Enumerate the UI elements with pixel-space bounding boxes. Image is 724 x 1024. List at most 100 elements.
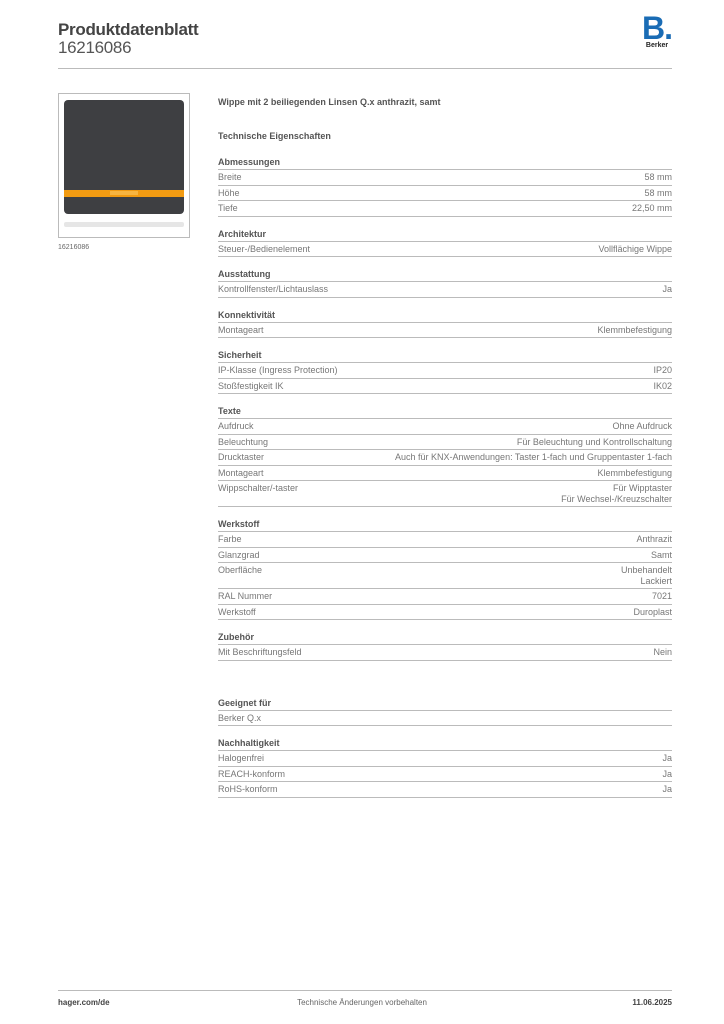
section-heading: Ausstattung: [218, 269, 672, 282]
property-value: Anthrazit: [636, 534, 672, 545]
property-value: IK02: [653, 381, 672, 392]
value-line: Samt: [650, 549, 672, 560]
property-label: Steuer-/Bedienelement: [218, 243, 311, 254]
value-line: Duroplast: [633, 606, 672, 617]
property-label: REACH-konform: [218, 768, 286, 779]
header-divider: [58, 68, 672, 69]
logo-letter: B.: [642, 10, 673, 46]
value-line: 7021: [651, 591, 672, 601]
label-field: [64, 222, 184, 227]
property-label: RoHS-konform: [218, 784, 278, 794]
property-label: RAL Nummer: [218, 591, 273, 601]
property-value: Ja: [662, 284, 672, 295]
table-row: IP-Klasse (Ingress Protection)IP20: [218, 363, 672, 379]
value-line: 58 mm: [644, 187, 672, 198]
section-heading: Texte: [218, 406, 672, 419]
property-value: 58 mm: [644, 172, 672, 183]
value-line: IP20: [653, 365, 672, 375]
section-heading: Architektur: [218, 229, 672, 242]
value-line: Klemmbefestigung: [597, 467, 672, 478]
property-value: Duroplast: [633, 607, 672, 618]
footer-website[interactable]: hager.com/de: [58, 998, 110, 1007]
footer-divider: [58, 990, 672, 991]
value-line: Unbehandelt: [620, 565, 672, 575]
value-line: 58 mm: [644, 172, 672, 182]
table-row: Farbe Anthrazit: [218, 532, 672, 548]
property-label: Glanzgrad: [218, 549, 260, 560]
value-line: IK02: [653, 380, 672, 391]
property-value: 58 mm: [644, 188, 672, 199]
property-label: Aufdruck: [218, 421, 254, 431]
property-label: Beleuchtung: [218, 436, 269, 447]
product-details: Wippe mit 2 beiliegenden Linsen Q.x anth…: [218, 97, 672, 798]
section-heading: Nachhaltigkeit: [218, 738, 672, 751]
product-name: Wippe mit 2 beiliegenden Linsen Q.x anth…: [218, 97, 441, 107]
section-heading: Zubehör: [218, 632, 672, 645]
property-label: Farbe: [218, 534, 242, 544]
value-line: Für Wechsel-/Kreuzschalter: [561, 493, 672, 504]
property-value: 22,50 mm: [632, 203, 672, 214]
lens-strip: [64, 190, 184, 197]
value-line: Nein: [653, 647, 672, 657]
page-title: Produktdatenblatt: [58, 20, 199, 39]
property-value: Ohne Aufdruck: [612, 421, 672, 432]
property-label: Mit Beschriftungsfeld: [218, 647, 302, 657]
rocker-image: [64, 100, 184, 214]
property-value: Klemmbefestigung: [597, 325, 672, 336]
footer-date: 11.06.2025: [632, 998, 672, 1007]
property-value: Klemmbefestigung: [597, 468, 672, 479]
value-line: Ohne Aufdruck: [612, 421, 672, 431]
value-line: Für Wipptaster: [612, 483, 672, 493]
property-label: Werkstoff: [218, 606, 256, 617]
table-row: Mit Beschriftungsfeld Nein: [218, 645, 672, 661]
property-label: Wippschalter/-taster: [218, 483, 299, 493]
value-line: Ja: [662, 284, 672, 294]
value-line: Anthrazit: [636, 534, 672, 544]
table-row: Breite 58 mm: [218, 170, 672, 186]
section-heading: Geeignet für: [218, 698, 672, 711]
property-value: Ja: [662, 784, 672, 795]
property-value: Vollflächige Wippe: [598, 244, 672, 255]
berker-logo: B. Berker: [640, 10, 674, 50]
section-heading: Konnektivität: [218, 310, 672, 323]
property-value: Ja: [662, 753, 672, 764]
property-label: Drucktaster: [218, 452, 265, 462]
value-line: Ja: [662, 768, 672, 779]
table-row: Werkstoff Duroplast: [218, 605, 672, 620]
table-row: REACH-konform Ja: [218, 767, 672, 782]
table-row: RoHS-konform Ja: [218, 782, 672, 798]
article-number: 16216086: [58, 38, 132, 57]
table-row: Berker Q.x: [218, 711, 672, 726]
value-line: Vollflächige Wippe: [598, 243, 672, 254]
table-row: Aufdruck Ohne Aufdruck: [218, 419, 672, 435]
section-heading: Abmessungen: [218, 157, 672, 170]
value-line: Ja: [662, 753, 672, 763]
property-value: Ja: [662, 769, 672, 780]
property-label: Oberfläche: [218, 565, 263, 575]
property-label: Breite: [218, 172, 242, 182]
technical-properties-title: Technische Eigenschaften: [218, 131, 331, 141]
property-value: Samt: [651, 550, 672, 561]
table-row: Glanzgrad Samt: [218, 548, 672, 563]
section-heading: Sicherheit: [218, 350, 672, 363]
image-caption: 16216086: [58, 244, 90, 251]
